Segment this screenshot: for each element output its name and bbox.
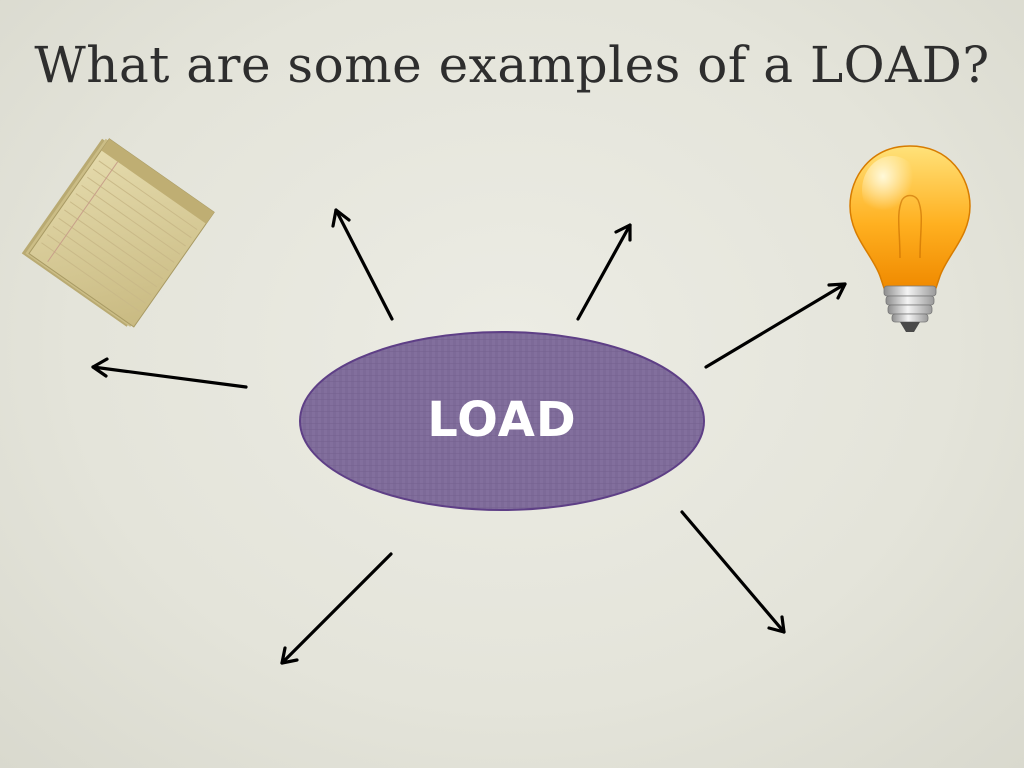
slide-title: What are some examples of a LOAD?: [34, 36, 990, 94]
arrow-up-right: [576, 223, 632, 321]
arrow-down-right: [680, 510, 786, 634]
load-label: LOAD: [427, 392, 577, 448]
load-ellipse: [299, 331, 705, 511]
arrow-left-to-notepad: [91, 357, 248, 389]
legal-notepad-image: [21, 138, 215, 328]
arrow-up-left: [331, 208, 394, 321]
arrow-right-to-bulb: [704, 282, 847, 369]
light-bulb-image: [849, 145, 971, 332]
arrow-down-left: [280, 552, 393, 665]
